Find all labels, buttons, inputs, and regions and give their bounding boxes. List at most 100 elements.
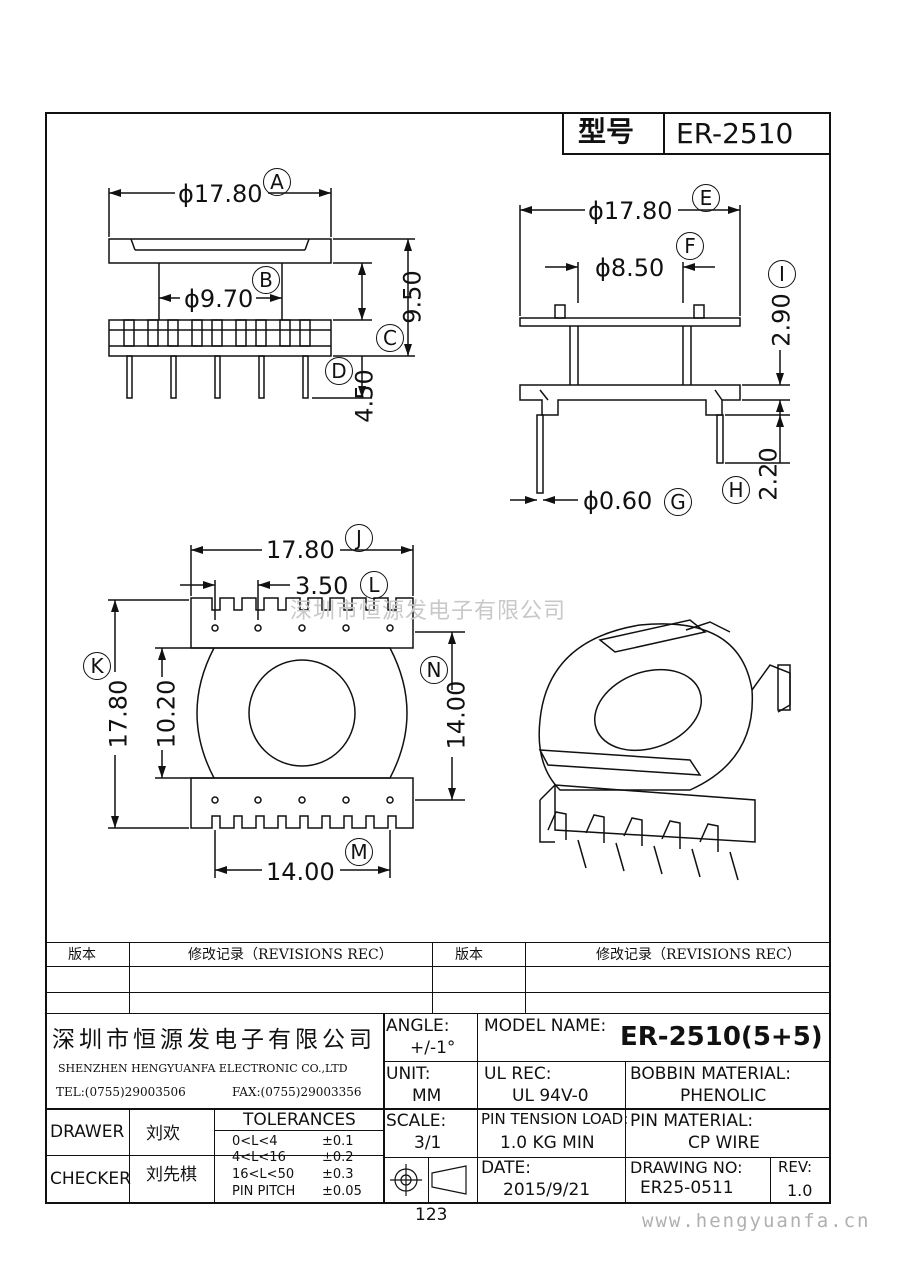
tag-a-icon: A xyxy=(263,168,291,196)
checker-label: CHECKER xyxy=(50,1169,131,1189)
rev-col-line-3 xyxy=(525,942,526,1013)
dim-j-value: 17.80 xyxy=(266,536,335,564)
section-pin-left xyxy=(536,414,544,494)
rev-value: 1.0 xyxy=(787,1181,813,1200)
dim-b-value: ϕ9.70 xyxy=(184,285,254,313)
tag-f-icon: F xyxy=(676,232,704,260)
title-row-line-4 xyxy=(383,1157,831,1158)
tolerance-range-2: 4<L<16 xyxy=(232,1150,286,1165)
drawing-no-label: DRAWING NO: xyxy=(630,1158,743,1177)
tag-j-icon: J xyxy=(345,524,373,552)
scale-label: SCALE: xyxy=(386,1111,447,1131)
rev-col4-header: 修改记录（REVISIONS REC） xyxy=(596,947,801,963)
tolerance-value-4: ±0.05 xyxy=(322,1184,362,1199)
tolerance-value-2: ±0.2 xyxy=(322,1150,354,1165)
rev-row-line-2 xyxy=(45,992,831,993)
rev-col1-header: 版本 xyxy=(68,947,96,963)
rev-col2-header: 修改记录（REVISIONS REC） xyxy=(188,947,393,963)
tag-c-icon: C xyxy=(376,324,404,352)
iso-body xyxy=(538,623,754,791)
tag-b-icon: B xyxy=(252,266,280,294)
rev-row-line-3 xyxy=(45,1013,831,1014)
dim-n-tag: N xyxy=(420,656,448,684)
tolerance-value-1: ±0.1 xyxy=(322,1134,354,1149)
unit-value: MM xyxy=(412,1086,442,1106)
dim-i-tag: I xyxy=(768,260,796,288)
tolerance-range-1: 0<L<4 xyxy=(232,1134,278,1149)
tag-d-icon: D xyxy=(325,357,353,385)
pin-material-label: PIN MATERIAL: xyxy=(630,1111,754,1131)
tag-l-icon: L xyxy=(360,571,388,599)
header-divider xyxy=(663,112,665,155)
tolerance-value-3: ±0.3 xyxy=(322,1167,354,1182)
tolerances-label: TOLERANCES xyxy=(243,1110,356,1130)
model-header-box xyxy=(562,112,831,155)
rev-label: REV: xyxy=(778,1158,812,1176)
dim-b-tag: B xyxy=(252,266,280,294)
watermark-text: 深圳市恒源发电子有限公司 xyxy=(290,599,567,624)
tolerances-header-line xyxy=(214,1130,383,1131)
model-name-value: ER-2510(5+5) xyxy=(620,1022,823,1052)
tolerance-col-line xyxy=(214,1108,215,1203)
title-row-line-2 xyxy=(383,1061,831,1062)
tolerance-range-3: 16<L<50 xyxy=(232,1167,295,1182)
tag-g-icon: G xyxy=(664,488,692,516)
drawer-col-line xyxy=(129,1108,130,1203)
drawer-label: DRAWER xyxy=(50,1122,125,1142)
section-top-flange xyxy=(519,317,741,327)
bobbin-material-label: BOBBIN MATERIAL: xyxy=(630,1064,791,1084)
dim-m-value: 14.00 xyxy=(266,858,335,886)
rev-row-line-1 xyxy=(45,966,831,967)
rev-col-line-2 xyxy=(432,942,433,1013)
top-pin-row xyxy=(190,597,414,649)
date-label: DATE: xyxy=(481,1158,531,1178)
dim-m-tag: M xyxy=(345,838,373,866)
revisions-table xyxy=(45,942,831,1014)
pin-tension-value: 1.0 KG MIN xyxy=(500,1133,595,1153)
pin-material-value: CP WIRE xyxy=(688,1133,760,1153)
title-col-line-1 xyxy=(383,1013,385,1203)
projection-col-line xyxy=(428,1157,429,1203)
angle-value: +/-1° xyxy=(410,1038,456,1058)
tolerance-range-4: PIN PITCH xyxy=(232,1184,296,1199)
dim-a-value: ϕ17.80 xyxy=(178,180,263,208)
tag-k-icon: K xyxy=(83,652,111,680)
dim-f-tag: F xyxy=(676,232,704,260)
dim-j-tag: J xyxy=(345,524,373,552)
top-flange xyxy=(108,238,332,264)
date-value: 2015/9/21 xyxy=(503,1180,591,1200)
bobbin-material-value: PHENOLIC xyxy=(680,1086,767,1106)
drawing-no-value: ER25-0511 xyxy=(640,1178,734,1198)
bobbin-body xyxy=(196,647,408,779)
iso-core-hole xyxy=(593,668,703,752)
company-tel: TEL:(0755)29003506 xyxy=(56,1085,186,1099)
website-watermark: www.hengyuanfa.cn xyxy=(642,1210,871,1232)
tag-h-icon: H xyxy=(722,476,750,504)
company-name-en: SHENZHEN HENGYUANFA ELECTRONIC CO.,LTD xyxy=(58,1062,348,1075)
dim-g-value: ϕ0.60 xyxy=(583,487,653,515)
core-hole xyxy=(248,659,356,767)
section-bottom-flange xyxy=(519,384,741,416)
angle-label: ANGLE: xyxy=(386,1016,450,1036)
dim-l-value: 3.50 xyxy=(295,572,349,600)
side-pins xyxy=(126,355,309,399)
title-col-line-4 xyxy=(770,1157,771,1203)
company-name-cn: 深圳市恒源发电子有限公司 xyxy=(52,1027,376,1053)
bottom-pin-row xyxy=(190,777,414,829)
dim-k-tag: K xyxy=(83,652,111,680)
dim-f-value: ϕ8.50 xyxy=(595,254,665,282)
ul-rec-value: UL 94V-0 xyxy=(512,1086,589,1106)
model-value: ER-2510 xyxy=(676,117,794,150)
checker-value: 刘先棋 xyxy=(146,1165,197,1185)
tag-m-icon: M xyxy=(345,838,373,866)
model-label: 型号 xyxy=(578,115,635,148)
rev-col-line-1 xyxy=(129,942,130,1013)
ul-rec-label: UL REC: xyxy=(484,1064,552,1084)
dim-c-tag: C xyxy=(376,324,404,352)
pin-tension-label: PIN TENSION LOAD: xyxy=(481,1110,629,1128)
projection-symbol-icon xyxy=(390,1164,467,1196)
tag-n-icon: N xyxy=(420,656,448,684)
scale-value: 3/1 xyxy=(414,1133,442,1153)
